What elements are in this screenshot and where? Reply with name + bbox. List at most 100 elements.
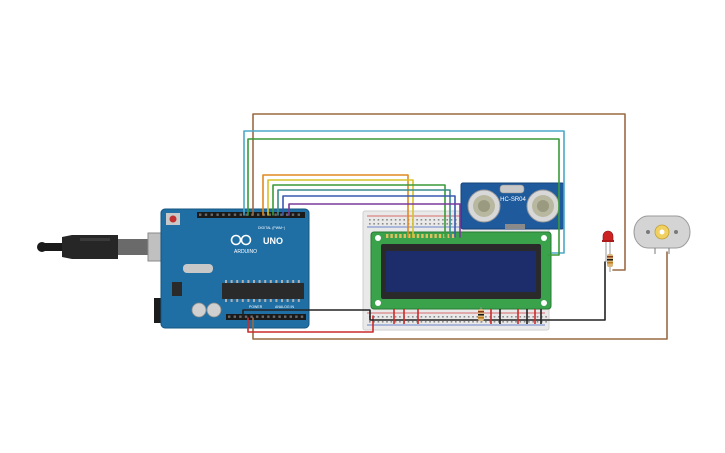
analog-header-hole: [244, 315, 248, 318]
capacitor-left: [191, 302, 207, 318]
lcd-pin: [394, 234, 398, 238]
wire-red-power[interactable]: [247, 315, 374, 333]
breadboard-hole: [437, 223, 440, 225]
breadboard-hole: [515, 316, 517, 318]
breadboard-hole: [399, 223, 401, 225]
wire-cyan[interactable]: [243, 130, 565, 254]
lcd-pin: [390, 234, 393, 238]
breadboard-hole: [420, 219, 423, 221]
analog-header-hole: [278, 315, 281, 318]
wire-blue[interactable]: [282, 195, 456, 238]
lcd-screen: [386, 251, 536, 292]
breadboard-hole: [528, 321, 530, 323]
breadboard-hole: [476, 321, 479, 323]
digital-header-hole: [291, 213, 295, 216]
sensor-transducer-right: [526, 189, 560, 223]
wire-brown-top[interactable]: [252, 113, 626, 271]
chip-leg: [269, 280, 272, 283]
wire-teal[interactable]: [277, 189, 451, 238]
digital-header-strip: [197, 212, 305, 218]
breadboard-hole: [390, 223, 393, 225]
wire-purple[interactable]: [288, 203, 461, 238]
digital-header-hole: [286, 213, 289, 216]
breadboard-hole: [442, 219, 444, 221]
breadboard-hole: [377, 219, 380, 221]
breadboard-hole: [412, 316, 414, 318]
breadboard-hole: [433, 223, 436, 225]
breadboard-hole: [459, 321, 461, 323]
breadboard-hole: [386, 219, 388, 221]
chip-leg: [275, 280, 278, 283]
crystal-oscillator: [183, 264, 213, 273]
arduino-uno[interactable]: ARDUINO UNO DIGITAL (PWM~) POWER ANALOG …: [37, 208, 310, 329]
chip-leg: [286, 299, 289, 302]
power-analog-pin-header: [226, 314, 306, 320]
chip-leg: [292, 280, 295, 283]
resistor-led[interactable]: [607, 250, 613, 272]
chip-leg: [297, 280, 300, 283]
breadboard-hole: [429, 316, 431, 318]
wire-black-ground[interactable]: [242, 261, 606, 321]
ultrasonic-sensor[interactable]: HC-SR04: [460, 182, 565, 230]
resistor-breadboard[interactable]: [478, 307, 484, 323]
breadboard-hole: [485, 321, 487, 323]
breadboard-hole: [476, 316, 479, 318]
breadboard-hole: [536, 316, 539, 318]
breadboard-hole: [467, 316, 470, 318]
breadboard-hole: [424, 223, 427, 225]
chip-leg: [281, 280, 283, 283]
red-led[interactable]: [602, 230, 614, 262]
breadboard-hole: [510, 321, 513, 323]
breadboard-hole: [472, 316, 474, 318]
breadboard-hole: [369, 219, 371, 221]
wire-green-outer[interactable]: [247, 138, 560, 256]
wire-brown-bottom[interactable]: [252, 251, 668, 340]
breadboard-hole: [523, 316, 526, 318]
breadboard-hole: [485, 316, 487, 318]
lcd-mount-hole-br: [541, 300, 547, 306]
breadboard-hole: [377, 316, 380, 318]
chip-leg: [236, 299, 239, 302]
wire-green-inner[interactable]: [272, 184, 446, 238]
analog-label: ANALOG IN: [275, 305, 295, 309]
breadboard-hole: [442, 223, 444, 225]
breadboard-hole: [498, 316, 500, 318]
breadboard-hole: [381, 223, 384, 225]
breadboard-hole: [437, 321, 440, 323]
breadboard-hole: [545, 316, 547, 318]
analog-header-hole: [256, 315, 259, 318]
breadboard-hole: [416, 219, 418, 221]
chip-leg: [253, 280, 255, 283]
arduino-logo: [230, 234, 252, 246]
breadboard-hole: [446, 321, 448, 323]
breadboard-hole: [407, 321, 410, 323]
dc-motor[interactable]: [633, 215, 691, 254]
analog-header-strip: [226, 314, 306, 320]
breadboard-hole: [424, 321, 427, 323]
sensor-transducer-left: [467, 189, 501, 223]
wire-yellow[interactable]: [267, 179, 414, 238]
breadboard-hole: [373, 223, 375, 225]
chip-leg: [247, 299, 250, 302]
digital-header-hole: [274, 213, 277, 216]
arduino-model-label: UNO: [263, 236, 283, 246]
lcd-display[interactable]: [370, 231, 552, 310]
reset-button[interactable]: [169, 215, 177, 223]
breadboard-hole: [373, 219, 375, 221]
breadboard-hole: [420, 223, 423, 225]
wire-orange[interactable]: [262, 174, 409, 238]
breadboard-hole: [416, 223, 418, 225]
breadboard-hole: [437, 316, 440, 318]
chip-leg: [241, 280, 244, 283]
lcd-mount-hole-tl: [375, 235, 381, 241]
breadboard-hole: [450, 321, 453, 323]
breadboard-hole: [519, 321, 522, 323]
breadboard-hole: [381, 321, 384, 323]
breadboard-hole: [442, 321, 444, 323]
breadboard-hole: [369, 223, 371, 225]
chip-leg: [253, 299, 255, 302]
sensor-pin-header: [505, 224, 525, 229]
chip-leg: [225, 299, 227, 302]
breadboard-hole: [377, 321, 380, 323]
